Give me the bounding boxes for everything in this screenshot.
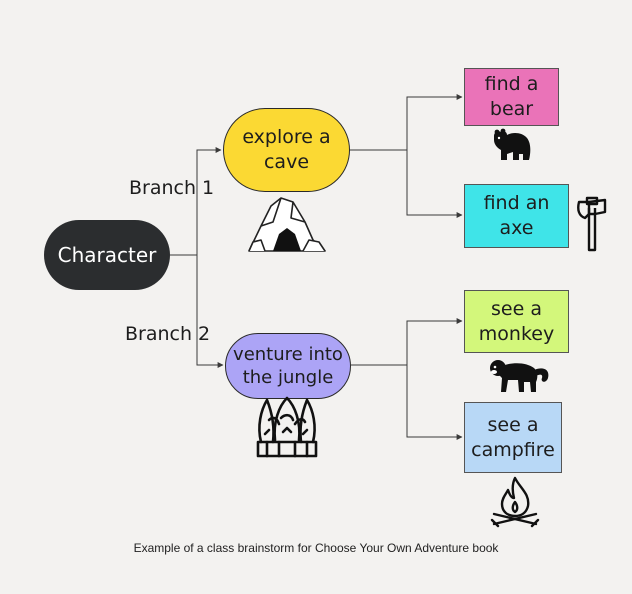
- node-find-bear-label: find a bear: [484, 73, 539, 120]
- node-venture-jungle-label: venture into the jungle: [233, 343, 343, 388]
- axe-icon: [577, 196, 607, 252]
- node-venture-jungle[interactable]: venture into the jungle: [225, 333, 351, 399]
- node-find-bear[interactable]: find a bear: [464, 68, 559, 126]
- cave-icon: [248, 197, 326, 252]
- node-see-campfire-label: see a campfire: [471, 413, 555, 461]
- connector-jungle-monkey: [351, 318, 463, 366]
- connector-jungle-campfire: [351, 364, 463, 440]
- connector-character-jungle: [170, 254, 224, 368]
- node-explore-cave[interactable]: explore a cave: [223, 108, 350, 192]
- connector-cave-bear: [350, 94, 463, 151]
- node-find-axe-label: find an axe: [483, 192, 550, 239]
- bear-icon: [494, 128, 531, 160]
- monkey-icon: [490, 360, 549, 392]
- connector-cave-axe: [350, 149, 463, 218]
- connector-character-cave: [170, 147, 222, 256]
- jungle-icon: [256, 396, 318, 458]
- branch-2-label: Branch 2: [125, 323, 211, 345]
- campfire-icon: [490, 476, 540, 528]
- node-explore-cave-label: explore a cave: [242, 126, 331, 173]
- branch-1-label: Branch 1: [129, 177, 215, 199]
- node-character[interactable]: Character: [44, 220, 170, 290]
- node-see-campfire[interactable]: see a campfire: [464, 402, 562, 473]
- node-see-monkey-label: see a monkey: [478, 297, 555, 345]
- diagram-caption: Example of a class brainstorm for Choose…: [133, 541, 499, 555]
- node-see-monkey[interactable]: see a monkey: [464, 290, 569, 353]
- node-find-axe[interactable]: find an axe: [464, 184, 569, 248]
